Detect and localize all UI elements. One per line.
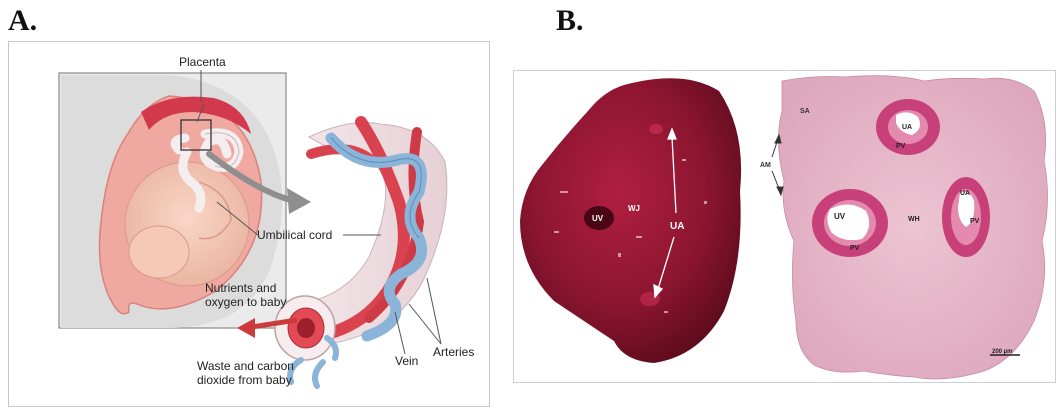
waste-label-line2: dioxide from baby — [197, 373, 292, 387]
pv-label-left: PV — [850, 245, 860, 252]
umbilical-cord-diagram: Placenta Um — [9, 42, 489, 406]
scale-bar-label: 200 µm — [992, 349, 1012, 355]
nutrients-label-line1: Nutrients and — [205, 281, 276, 295]
gross-specimen — [520, 78, 741, 363]
uv-label-gross: UV — [592, 214, 604, 223]
pv-label-top: PV — [896, 143, 906, 150]
panel-a-illustration: Placenta Um — [8, 41, 490, 407]
wh-label: WH — [908, 216, 920, 223]
umbilical-cord-label: Umbilical cord — [257, 228, 332, 242]
cord-cross-section-photos: UV WJ UA SA AM UA PV — [514, 71, 1055, 382]
wj-label: WJ — [628, 204, 640, 213]
arteries-label: Arteries — [433, 345, 474, 359]
panel-b-letter: B. — [556, 4, 584, 38]
vein-label: Vein — [395, 354, 418, 368]
panel-a-letter: A. — [8, 4, 37, 38]
panel-b-photos: UV WJ UA SA AM UA PV — [513, 70, 1056, 383]
nutrients-label-line2: oxygen to baby — [205, 295, 286, 309]
waste-label-line1: Waste and carbon — [197, 359, 294, 373]
pv-label-right: PV — [970, 218, 980, 225]
sa-label: SA — [800, 108, 810, 115]
zoom-arrow — [287, 188, 311, 214]
uv-label-histology: UV — [834, 212, 846, 221]
am-label: AM — [760, 162, 771, 169]
ua-label-gross: UA — [670, 221, 684, 232]
placenta-label: Placenta — [179, 55, 226, 69]
ua-label-right: UA — [960, 190, 970, 197]
fetus-head — [129, 226, 189, 278]
ua-label-top: UA — [902, 124, 912, 131]
